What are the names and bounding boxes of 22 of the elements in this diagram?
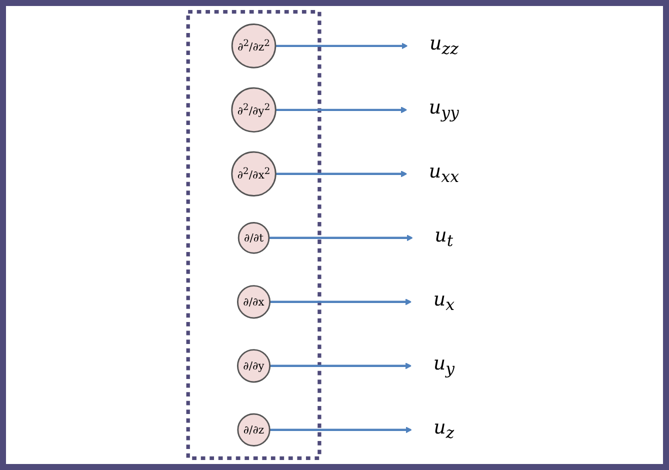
arrow [276,106,408,114]
node-circle: ∂/∂x [236,285,271,319]
arrow [276,170,408,178]
node-text: u$_{yy}$ [428,96,460,123]
node-circle: ∂$^{2}$/∂z$^{2}$ [231,24,276,68]
node-text: u$_{x}$ [433,288,455,315]
arrow [275,42,408,50]
node-circle: ∂/∂z [237,413,270,446]
arrow [268,234,414,242]
node-circle: ∂/∂y [236,349,271,383]
node-text: u$_{y}$ [433,352,455,379]
node-circle: ∂/∂t [238,222,270,254]
arrow [270,426,412,434]
node-text: u$_{zz}$ [430,32,458,59]
node-circle: ∂$^{2}$/∂y$^{2}$ [231,87,276,133]
cluster [186,10,322,460]
node-text: u$_{z}$ [434,416,454,443]
node-text: u$_{t}$ [434,224,454,251]
node-circle: ∂$^{2}$/∂x$^{2}$ [231,151,276,197]
arrow [270,298,412,306]
arrow [270,362,412,370]
node-text: u$_{xx}$ [428,160,459,187]
